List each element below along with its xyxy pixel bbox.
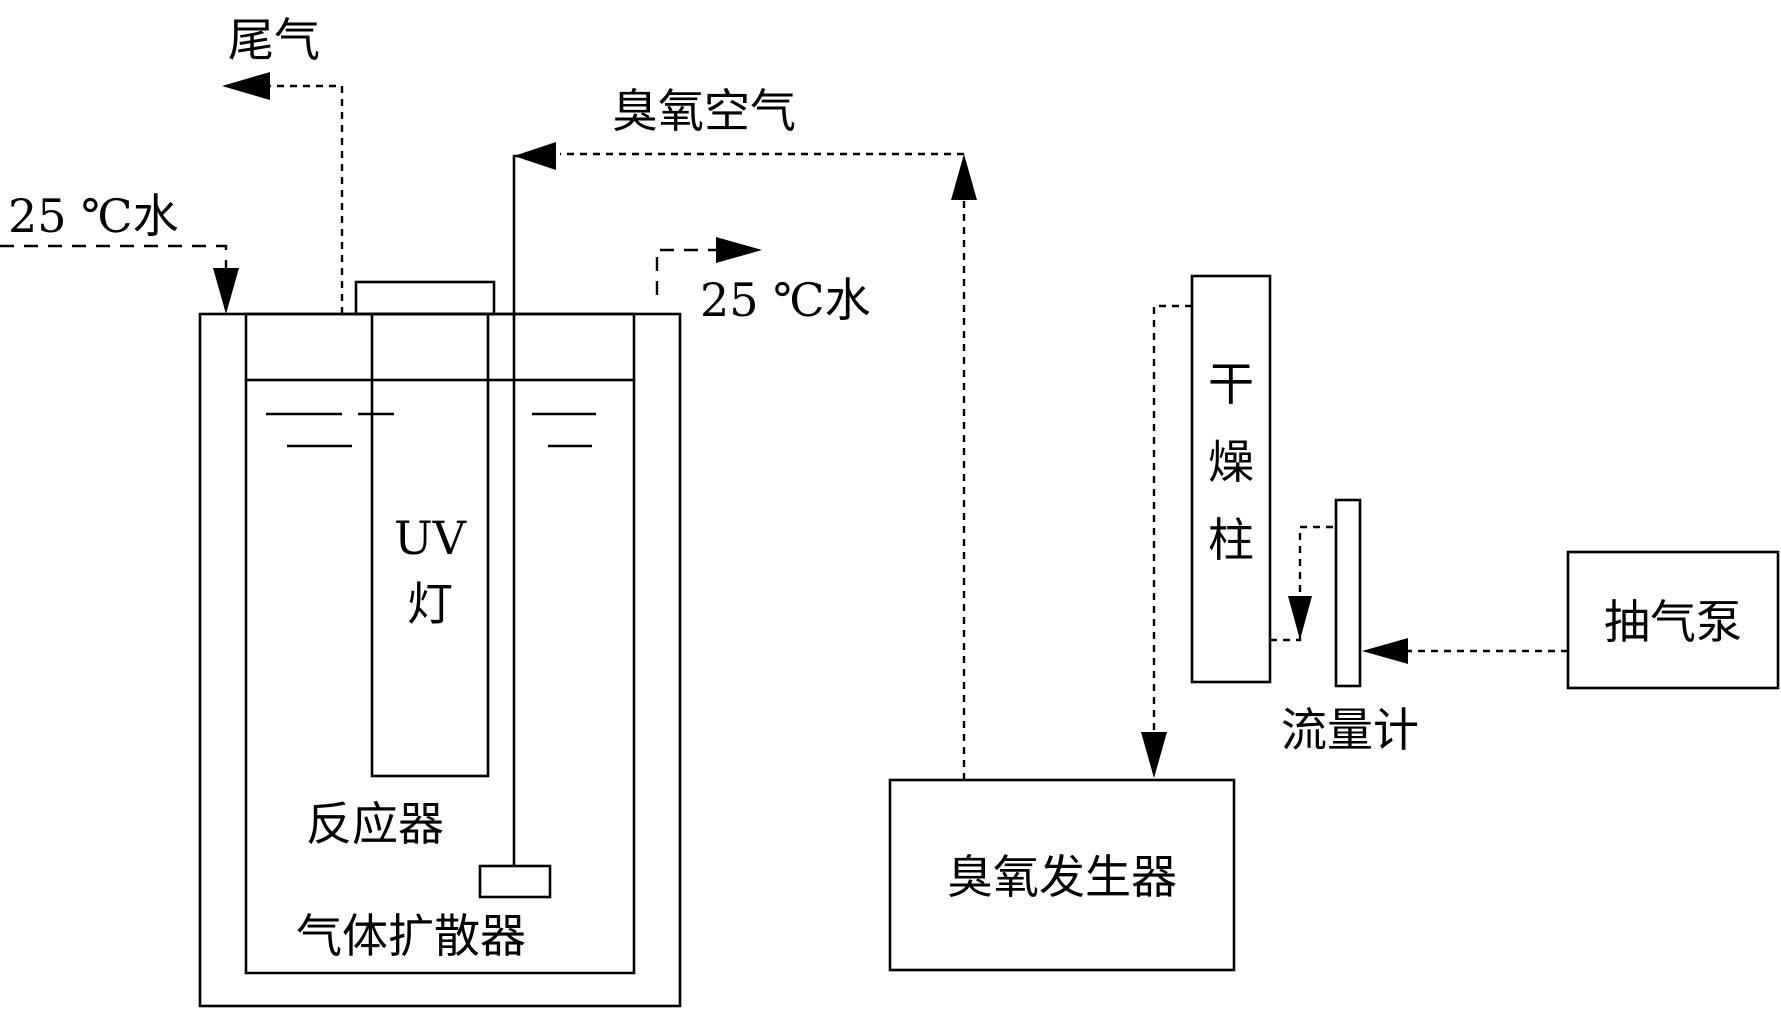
pump-to-flowmeter-arrow xyxy=(1362,638,1408,664)
ozone-air-up-arrow xyxy=(951,154,977,200)
drying-column-label-line1: 干 xyxy=(1208,357,1254,411)
lamp-cap xyxy=(354,280,496,316)
water-in-arrow xyxy=(213,268,239,314)
ozone-generator-label: 臭氧发生器 xyxy=(947,850,1177,904)
air-pump-label: 抽气泵 xyxy=(1604,595,1742,649)
gas-inlet-tube xyxy=(512,154,532,866)
drying-column-label-line3: 柱 xyxy=(1208,513,1254,567)
tail-gas-arrow xyxy=(222,72,270,100)
water-out-arrow xyxy=(716,237,762,263)
drying-column-label-line2: 燥 xyxy=(1208,435,1254,489)
uv-lamp xyxy=(370,312,490,778)
water-jacket xyxy=(198,312,682,1008)
water-out-label: 25 ℃水 xyxy=(700,273,871,327)
gas-diffuser xyxy=(478,864,552,899)
tail-gas-label: 尾气 xyxy=(228,13,320,67)
drying-column xyxy=(1190,274,1272,684)
ozone-air-label: 臭氧空气 xyxy=(612,84,796,138)
reactor-label: 反应器 xyxy=(306,797,444,851)
ozone-generator xyxy=(888,778,1236,972)
water-level-marks xyxy=(266,412,596,448)
dryer-to-generator-line xyxy=(1152,304,1192,734)
gas-diffuser-label: 气体扩散器 xyxy=(296,909,526,963)
uv-lamp-label-line2: 灯 xyxy=(407,577,453,631)
dryer-to-generator-arrow xyxy=(1141,732,1167,778)
tail-gas-line xyxy=(264,84,344,314)
flowmeter-to-dryer-line xyxy=(1270,525,1336,642)
water-out-line xyxy=(655,248,718,295)
reactor-lid xyxy=(244,312,636,382)
water-in-label: 25 ℃水 xyxy=(8,189,179,243)
reactor-vessel xyxy=(244,380,636,975)
water-in-line xyxy=(0,244,228,270)
flowmeter-to-dryer-arrow xyxy=(1288,596,1312,640)
flowmeter xyxy=(1334,498,1362,688)
air-pump xyxy=(1566,550,1780,690)
flowmeter-label: 流量计 xyxy=(1281,703,1419,757)
uv-lamp-label-line1: UV xyxy=(394,511,467,565)
ozone-air-arrow xyxy=(514,142,556,170)
